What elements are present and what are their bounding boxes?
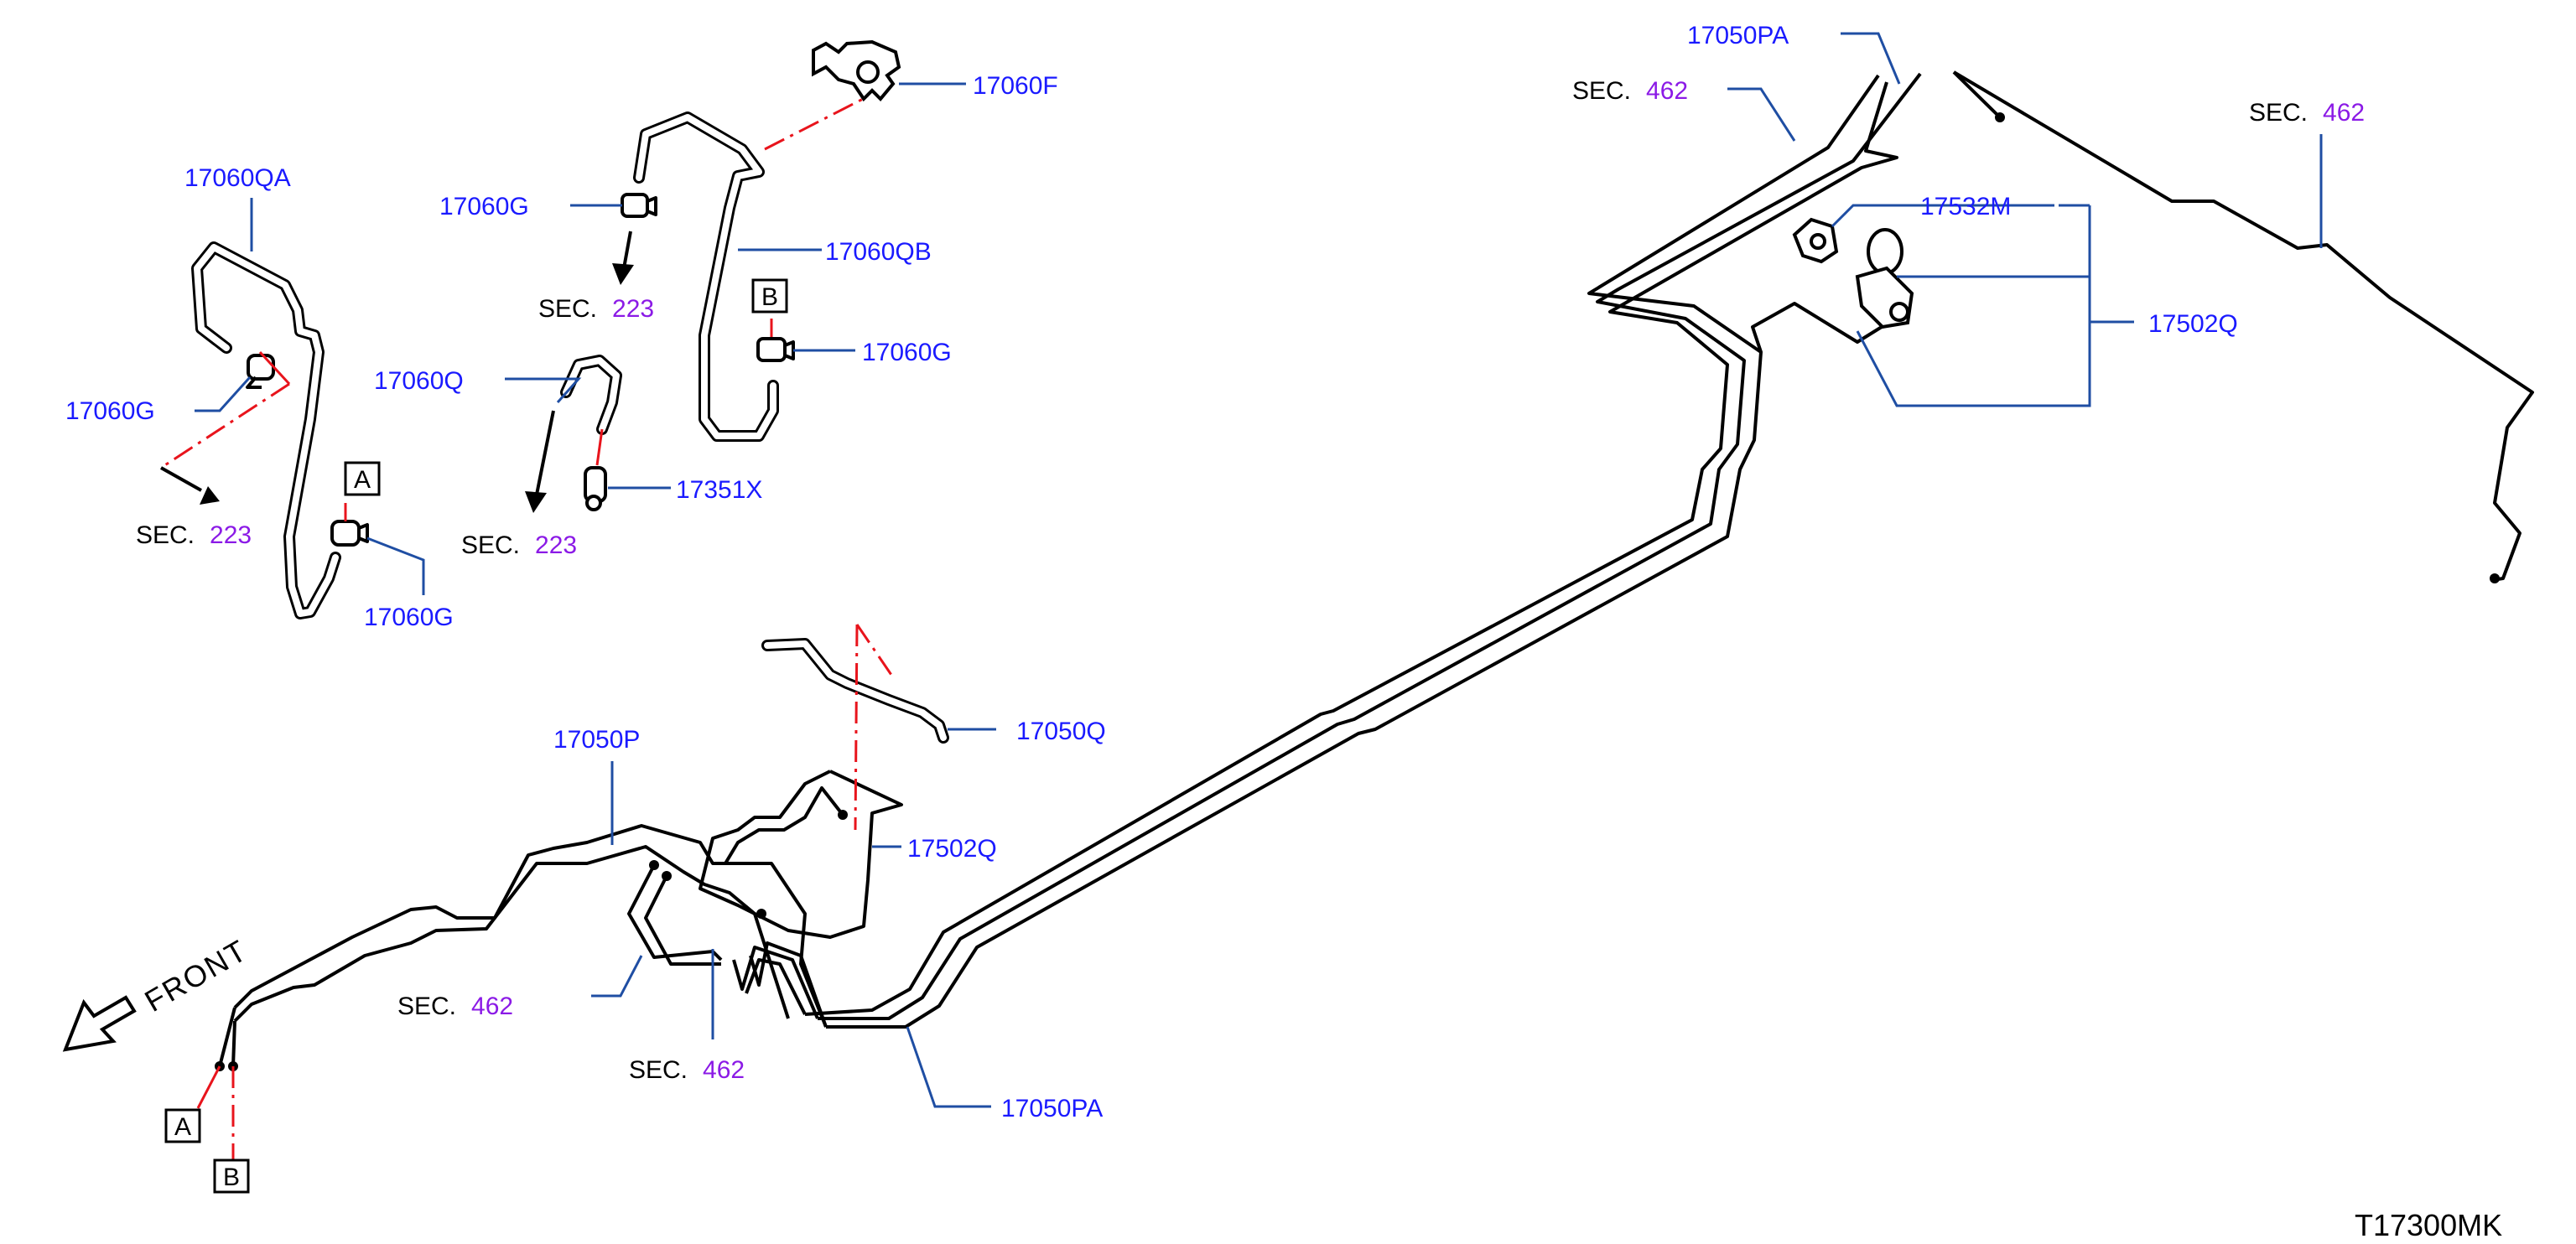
connector-line-a-front	[196, 1065, 221, 1109]
rear-vent-tube	[1952, 70, 2534, 582]
vent-tube-17502Q-inner	[724, 786, 844, 865]
fuel-tube-2	[818, 72, 1922, 1020]
label-17502Q-mid: 17502Q	[907, 835, 997, 863]
tube-end-a	[218, 1007, 236, 1067]
label-17532M: 17532M	[1920, 193, 2011, 220]
tube-end-dot	[1995, 112, 2005, 122]
tube-end-dot	[662, 871, 672, 881]
sec-ref-462-bottom: SEC.462	[629, 1056, 745, 1084]
clip-17060F	[812, 39, 901, 102]
connector-dash-17060F	[764, 95, 869, 151]
connector-17351X	[584, 466, 607, 511]
label-17060G-b: 17060G	[862, 339, 952, 366]
label-17060Q: 17060Q	[374, 367, 464, 395]
sec-ref-462-top-left: SEC.462	[1572, 77, 1688, 105]
clamp-17060G-top	[621, 193, 657, 218]
fuel-tube-front-bend-2	[732, 946, 819, 1019]
connection-lines-red	[160, 350, 347, 1160]
arrow-line-sec223-left	[160, 466, 202, 492]
connector-dash-left	[160, 382, 290, 469]
front-arrow: FRONT	[62, 932, 253, 1052]
clip-17502Q	[1855, 228, 1914, 329]
hose-17050Q	[761, 624, 949, 831]
fuel-tube-hook	[627, 864, 723, 962]
fuel-tube-17050P-inner	[233, 845, 790, 1023]
svg-text:A: A	[174, 1113, 191, 1141]
label-17060QA: 17060QA	[184, 164, 291, 192]
connector-dash-left-2	[258, 350, 291, 386]
tube-end-dot	[649, 860, 659, 870]
connector-dash-17050Q-2	[854, 624, 859, 831]
vent-tube-17502Q-path	[699, 770, 903, 939]
sec-ref-462-top-right: SEC.462	[2249, 99, 2365, 127]
section-references: SEC.462 SEC.462 SEC.223 SEC.223 SEC.223 …	[136, 77, 2365, 1084]
label-17502Q-right: 17502Q	[2148, 310, 2238, 338]
label-17351X: 17351X	[676, 476, 762, 504]
arrow-head-sec223-left	[200, 486, 220, 505]
front-fuel-line-17050P	[215, 824, 828, 1071]
sec462-leader-tube	[1952, 70, 2002, 119]
clamp-17060G-left	[246, 354, 275, 389]
svg-text:B: B	[223, 1164, 240, 1191]
hose-17050Q-inner	[764, 640, 947, 741]
label-17060G-a: 17060G	[364, 604, 454, 631]
connector-box-a-top: A	[344, 461, 381, 496]
fuel-tube-17050P-outer	[233, 824, 828, 1028]
label-17060F: 17060F	[973, 72, 1058, 100]
arrow-head-sec223-mid	[525, 491, 547, 513]
connector-box-b-bottom: B	[213, 1158, 250, 1194]
hose-17060QB-inner	[636, 114, 776, 439]
label-17050Q: 17050Q	[1016, 718, 1106, 745]
main-fuel-tubes	[732, 70, 2534, 1029]
label-17050PA-top: 17050PA	[1687, 22, 1789, 49]
front-arrow-icon	[62, 995, 137, 1052]
clamp-17060G-b	[756, 337, 795, 362]
arrow-line-sec223-top	[622, 231, 632, 269]
leader-lines	[195, 32, 2323, 1108]
connector-dash-17050Q	[855, 624, 895, 678]
hose-17060QA-inner	[194, 244, 339, 617]
tube-end-dot	[756, 909, 766, 919]
fuel-tube-branch	[1751, 302, 1897, 353]
fuel-tube-1	[826, 74, 1880, 1029]
hose-17050Q-outer	[761, 638, 949, 744]
hose-17060QB	[633, 95, 869, 442]
hose-17060Q	[560, 355, 622, 466]
diagram-code: T17300MK	[2355, 1208, 2502, 1242]
vent-tube-17502Q-mid	[699, 770, 903, 939]
tube-end-dot	[2490, 573, 2500, 583]
arrow-line-sec223-mid	[535, 410, 555, 495]
hose-17060QA	[191, 241, 341, 619]
part-labels: 17060F 17060QA 17060G 17060QB 17060G 170…	[65, 22, 2238, 1122]
connector-box-b-top: B	[751, 278, 788, 314]
tube-end-b	[231, 1020, 236, 1067]
arrow-head-sec223-top	[612, 263, 634, 285]
label-17060G-top: 17060G	[439, 193, 529, 220]
connector-line-17351X	[595, 428, 604, 466]
sec-ref-462-bottom-left: SEC.462	[397, 993, 513, 1020]
svg-text:B: B	[761, 283, 778, 311]
label-17060QB: 17060QB	[825, 238, 932, 266]
hose-17060Q-inner	[563, 357, 620, 433]
label-17050PA-bottom: 17050PA	[1001, 1095, 1103, 1122]
tube-end-dot	[838, 810, 848, 820]
fuel-tube-hook-2	[644, 875, 721, 966]
label-17050P: 17050P	[553, 726, 640, 754]
svg-text:A: A	[354, 466, 371, 494]
sec-ref-223-left: SEC.223	[136, 521, 252, 549]
sec-ref-223-top: SEC.223	[538, 295, 654, 323]
connector-box-a-bottom: A	[164, 1108, 201, 1143]
clamp-17060G-a	[330, 520, 369, 547]
arrows	[160, 231, 634, 513]
sec-ref-223-mid: SEC.223	[461, 531, 577, 559]
fuel-tube-front-bend	[749, 941, 828, 1028]
label-17060G-left: 17060G	[65, 397, 155, 425]
clip-17532M	[1792, 217, 1839, 264]
fuel-tube-3	[804, 81, 1898, 1016]
